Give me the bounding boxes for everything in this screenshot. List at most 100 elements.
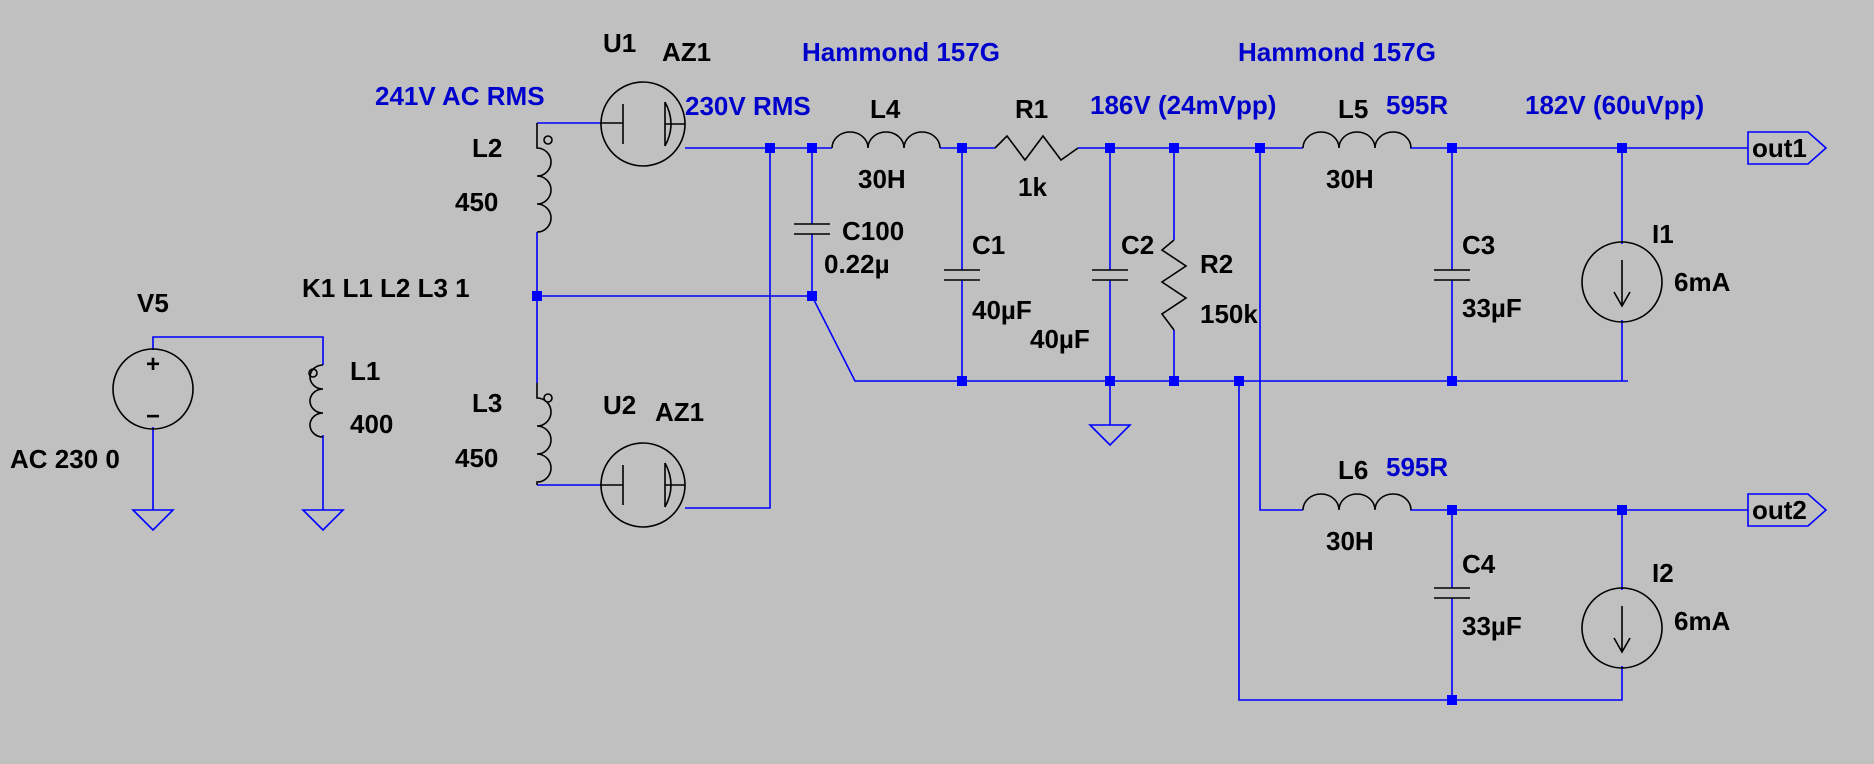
r2-resistor[interactable] xyxy=(1160,239,1188,331)
rectifier-voltage-note: 230V RMS xyxy=(685,91,811,121)
c3-value-label: 33µF xyxy=(1462,293,1522,323)
c3-capacitor[interactable] xyxy=(1434,269,1470,281)
l5-inductor[interactable] xyxy=(1302,131,1412,149)
net-label-out1[interactable]: out1 xyxy=(1747,131,1828,165)
c2-value-label: 40µF xyxy=(1030,324,1090,354)
v5-value-label: AC 230 0 xyxy=(10,444,120,474)
junctions xyxy=(532,143,1627,705)
wire xyxy=(1238,381,1623,701)
r1-zigzag-icon xyxy=(994,134,1079,162)
l4-inductor[interactable] xyxy=(831,131,941,149)
c100-capacitor[interactable] xyxy=(794,223,830,235)
i1-ref-label: I1 xyxy=(1652,219,1674,249)
l4-value-label: 30H xyxy=(858,164,906,194)
v5-source-icon xyxy=(112,348,194,430)
choke1-part-note: Hammond 157G xyxy=(802,37,1000,67)
l4-ref-label: L4 xyxy=(870,94,901,124)
l5-resistance-note: 595R xyxy=(1386,90,1448,120)
wire xyxy=(152,336,324,365)
u1-diode-tube[interactable] xyxy=(600,81,686,167)
c1-value-label: 40µF xyxy=(972,295,1032,325)
l6-inductor[interactable] xyxy=(1302,493,1412,511)
l3-inductor[interactable] xyxy=(536,383,553,485)
arrow-down-icon xyxy=(1613,606,1631,654)
u2-heater-icon xyxy=(664,462,672,508)
c3-ref-label: C3 xyxy=(1462,230,1495,260)
r1-resistor[interactable] xyxy=(994,134,1079,162)
l2-inductor[interactable] xyxy=(536,123,553,233)
minus-icon: − xyxy=(146,403,160,430)
u2-cathode-icon xyxy=(664,463,685,507)
r2-zigzag-icon xyxy=(1160,239,1188,331)
choke2-part-note: Hammond 157G xyxy=(1238,37,1436,67)
l1-inductor[interactable] xyxy=(308,364,324,438)
junction-dot xyxy=(1169,143,1179,153)
u1-heater-icon xyxy=(664,101,672,147)
l2-value-label: 450 xyxy=(455,187,498,217)
v5-voltage-source[interactable]: + − xyxy=(112,348,194,430)
junction-dot xyxy=(957,376,967,386)
l6-value-label: 30H xyxy=(1326,526,1374,556)
l3-value-label: 450 xyxy=(455,443,498,473)
l5-coil-icon xyxy=(1302,131,1412,149)
i2-current-source[interactable] xyxy=(1581,587,1663,669)
junction-dot xyxy=(1105,143,1115,153)
c2-capacitor[interactable] xyxy=(1092,269,1128,281)
out1-label: out1 xyxy=(1752,133,1807,163)
junction-dot xyxy=(1447,695,1457,705)
c1-capacitor[interactable] xyxy=(944,269,980,281)
ground-symbol xyxy=(1088,424,1132,447)
port-flag-icon xyxy=(1747,131,1828,165)
i2-value-label: 6mA xyxy=(1674,606,1731,636)
v5-ref-label: V5 xyxy=(137,288,169,318)
junction-dot xyxy=(807,143,817,153)
junction-dot xyxy=(1447,505,1457,515)
u1-value-label: AZ1 xyxy=(662,37,711,67)
wire xyxy=(1259,148,1303,511)
l5-ref-label: L5 xyxy=(1338,94,1368,124)
u2-ref-label: U2 xyxy=(603,390,636,420)
l6-resistance-note: 595R xyxy=(1386,452,1448,482)
l1-phase-dot-icon xyxy=(308,368,318,378)
junction-dot xyxy=(532,291,542,301)
junction-dot xyxy=(1617,505,1627,515)
node1-voltage-note: 186V (24mVpp) xyxy=(1090,90,1276,120)
junction-dot xyxy=(1169,376,1179,386)
ground-icon xyxy=(1088,424,1132,447)
l1-value-label: 400 xyxy=(350,409,393,439)
out1-voltage-note: 182V (60uVpp) xyxy=(1525,90,1704,120)
u2-value-label: AZ1 xyxy=(655,397,704,427)
l1-coil-icon xyxy=(309,364,324,438)
r2-ref-label: R2 xyxy=(1200,249,1233,279)
secondary-voltage-note: 241V AC RMS xyxy=(375,81,545,111)
junction-dot xyxy=(1617,143,1627,153)
c100-ref-label: C100 xyxy=(842,216,904,246)
junction-dot xyxy=(1255,143,1265,153)
junction-dot xyxy=(957,143,967,153)
i1-value-label: 6mA xyxy=(1674,267,1731,297)
l3-coil-icon xyxy=(536,383,552,485)
net-label-out2[interactable]: out2 xyxy=(1747,493,1828,527)
c2-ref-label: C2 xyxy=(1121,230,1154,260)
plus-icon: + xyxy=(146,351,160,378)
l2-phase-dot-icon xyxy=(543,135,553,145)
r1-value-label: 1k xyxy=(1018,172,1047,202)
i1-current-source[interactable] xyxy=(1581,241,1663,323)
l6-coil-icon xyxy=(1302,493,1412,511)
port-flag-icon xyxy=(1747,493,1828,527)
u2-diode-tube[interactable] xyxy=(600,442,686,528)
ground-symbol xyxy=(301,509,345,532)
l5-value-label: 30H xyxy=(1326,164,1374,194)
out2-label: out2 xyxy=(1752,495,1807,525)
r2-value-label: 150k xyxy=(1200,299,1258,329)
c4-capacitor[interactable] xyxy=(1434,587,1470,599)
u1-cathode-icon xyxy=(664,102,685,146)
r1-ref-label: R1 xyxy=(1015,94,1048,124)
ground-symbol xyxy=(131,509,175,532)
junction-dot xyxy=(765,143,775,153)
c100-value-label: 0.22µ xyxy=(824,249,890,279)
junction-dot xyxy=(1234,376,1244,386)
wire xyxy=(685,148,771,509)
junction-dot xyxy=(807,291,817,301)
